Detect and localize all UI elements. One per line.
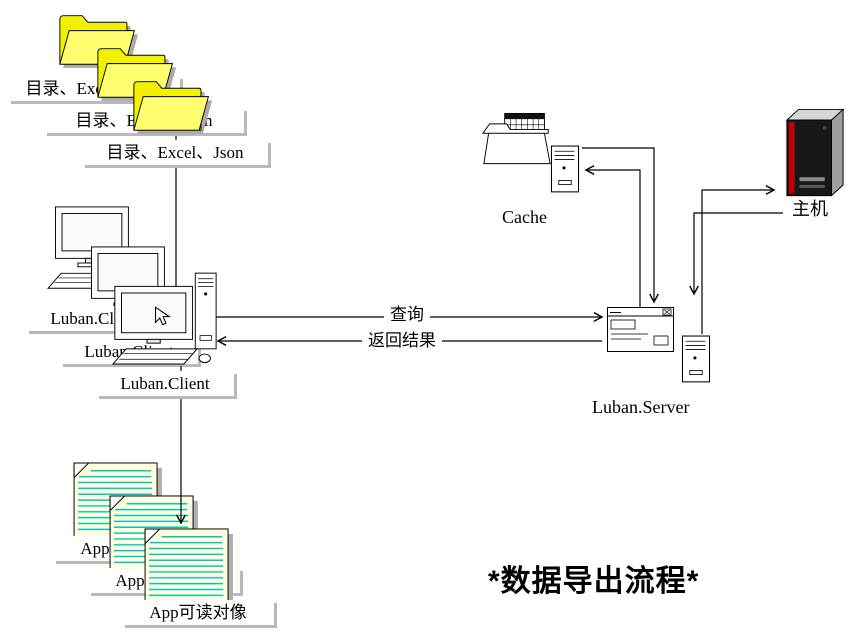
host-label: 主机 <box>792 199 828 219</box>
cache-folder-icon <box>482 112 552 166</box>
diagram-title: *数据导出流程* <box>488 565 700 598</box>
edge-host-to-server <box>689 212 783 296</box>
app-doc-icon <box>144 528 235 611</box>
host-tower-icon <box>784 107 846 201</box>
client-computer-front-icon <box>112 271 218 368</box>
cache-label: Cache <box>502 207 547 227</box>
server-tower-icon <box>680 335 712 385</box>
edge-result-label: 返回结果 <box>362 329 442 352</box>
edge-cache-to-server <box>582 147 659 304</box>
source-folder-icon <box>132 72 214 138</box>
client-label: Luban.Client <box>96 371 234 396</box>
edge-server-to-host <box>701 185 776 334</box>
server-label: Luban.Server <box>592 397 690 417</box>
edge-query-label: 查询 <box>384 303 430 326</box>
source-folder-icon <box>96 39 178 105</box>
folder-label: 目录、Excel、Json <box>82 140 268 165</box>
server-window-icon <box>607 307 674 352</box>
cache-server-icon <box>549 145 581 195</box>
cursor-icon <box>155 306 171 326</box>
app-doc-label: App可读对像 <box>122 600 274 625</box>
mouse-icon <box>198 353 211 364</box>
edge-server-to-cache <box>584 165 641 308</box>
